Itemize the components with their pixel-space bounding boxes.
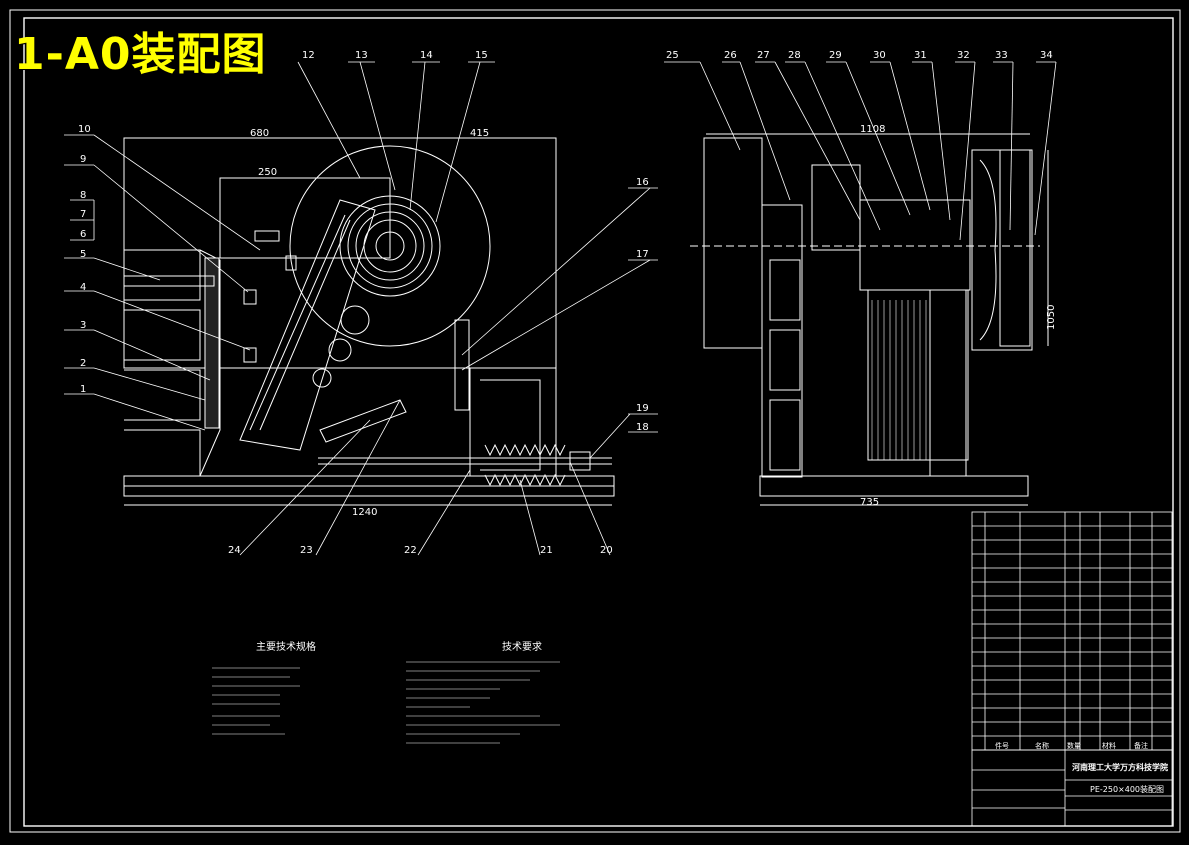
- dim-735: 735: [860, 497, 879, 508]
- balloon-19: 19: [636, 403, 649, 414]
- balloon-12: 12: [302, 50, 315, 61]
- balloon-2: 2: [80, 358, 86, 369]
- front-section-view: [123, 137, 615, 506]
- balloon-20: 20: [600, 545, 613, 556]
- left-balloon-labels: 10 9 8 7 6 5 4 3 2 1: [78, 124, 91, 395]
- dim-250: 250: [258, 167, 277, 178]
- balloon-23: 23: [300, 545, 313, 556]
- reqs-text-lines: [406, 661, 560, 744]
- balloon-29: 29: [829, 50, 842, 61]
- dim-1050: 1050: [1046, 305, 1057, 330]
- balloon-8: 8: [80, 190, 86, 201]
- balloon-18: 18: [636, 422, 649, 433]
- side-balloon-labels: 25 26 27 28 29 30 31 32 33 34: [666, 50, 1053, 61]
- balloon-26: 26: [724, 50, 737, 61]
- balloon-33: 33: [995, 50, 1008, 61]
- bom-hdr-note: 备注: [1134, 741, 1148, 750]
- side-view: [690, 133, 1049, 506]
- balloon-4: 4: [80, 282, 86, 293]
- dim-1108: 1108: [860, 124, 885, 135]
- bom-hdr-name: 名称: [1035, 741, 1049, 750]
- bom-header: 件号 名称 数量 材料 备注: [995, 741, 1148, 750]
- balloon-22: 22: [404, 545, 417, 556]
- left-leaders: [64, 134, 261, 431]
- balloon-32: 32: [957, 50, 970, 61]
- balloon-5: 5: [80, 249, 86, 260]
- top-leaders: [297, 61, 495, 223]
- specs-text-lines: [212, 667, 300, 735]
- balloon-21: 21: [540, 545, 553, 556]
- balloon-24: 24: [228, 545, 241, 556]
- balloon-17: 17: [636, 249, 649, 260]
- overlay-title: 1-A0装配图: [14, 29, 267, 80]
- bom-table: [971, 511, 1173, 827]
- balloon-13: 13: [355, 50, 368, 61]
- balloon-15: 15: [475, 50, 488, 61]
- dim-680: 680: [250, 128, 269, 139]
- balloon-9: 9: [80, 154, 86, 165]
- specs-title: 主要技术规格: [256, 640, 316, 653]
- flywheel-side: [703, 137, 763, 349]
- school-name: 河南理工大学万方科技学院: [1072, 762, 1168, 772]
- top-balloon-labels: 12 13 14 15: [302, 50, 488, 61]
- balloon-31: 31: [914, 50, 927, 61]
- bom-hdr-mat: 材料: [1102, 741, 1116, 750]
- balloon-1: 1: [80, 384, 86, 395]
- balloon-28: 28: [788, 50, 801, 61]
- balloon-3: 3: [80, 320, 86, 331]
- balloon-14: 14: [420, 50, 433, 61]
- balloon-27: 27: [757, 50, 770, 61]
- right-leaders: [239, 187, 658, 556]
- balloon-7: 7: [80, 209, 86, 220]
- inner-frame: [23, 17, 1174, 827]
- dim-415: 415: [470, 128, 489, 139]
- side-leaders: [664, 61, 1057, 241]
- balloon-16: 16: [636, 177, 649, 188]
- bom-hdr-no: 件号: [995, 741, 1009, 750]
- bom-hdr-qty: 数量: [1067, 741, 1081, 750]
- balloon-34: 34: [1040, 50, 1053, 61]
- balloon-6: 6: [80, 229, 86, 240]
- dim-1240: 1240: [352, 507, 377, 518]
- balloon-10: 10: [78, 124, 91, 135]
- right-balloon-labels: 16 17 19 18 24 23 22 21 20: [228, 177, 649, 556]
- balloon-30: 30: [873, 50, 886, 61]
- balloon-25: 25: [666, 50, 679, 61]
- reqs-title: 技术要求: [502, 640, 542, 653]
- drawing-name: PE-250×400装配图: [1090, 784, 1164, 794]
- outer-frame: [9, 9, 1181, 833]
